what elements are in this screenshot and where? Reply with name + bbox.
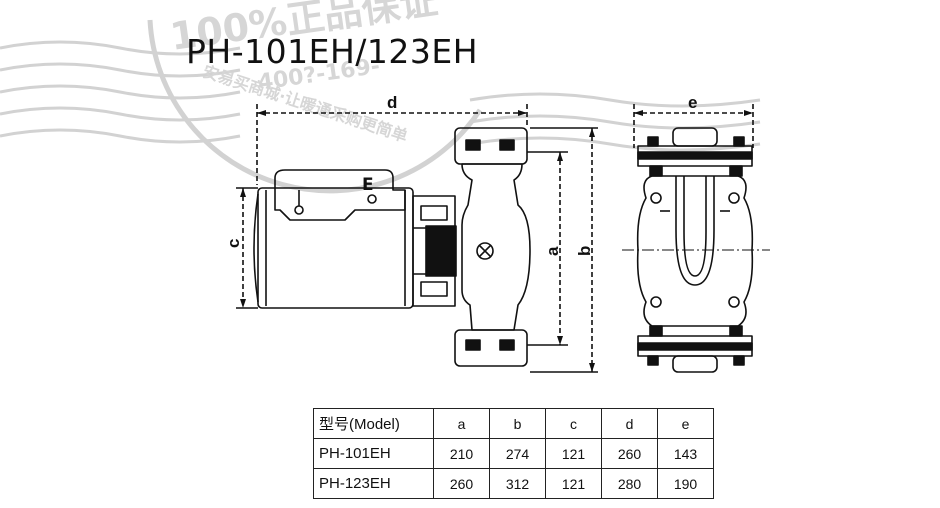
- header-e: e: [657, 408, 714, 439]
- cell-e: 190: [657, 468, 714, 499]
- header-d: d: [601, 408, 658, 439]
- terminal-box: [274, 169, 406, 221]
- model-title: PH-101EH/123EH: [186, 32, 479, 71]
- motor-mark: E: [362, 175, 374, 195]
- cell-b: 274: [489, 438, 546, 469]
- front-top-flange: [672, 127, 718, 147]
- dimension-table: 型号(Model) a b c d e PH-101EH 210 274 121…: [313, 408, 714, 499]
- cell-b: 312: [489, 468, 546, 499]
- bottom-flange: [454, 329, 528, 367]
- cell-c: 121: [545, 438, 602, 469]
- table-row: PH-123EH 260 312 121 280 190: [313, 468, 714, 499]
- cell-d: 260: [601, 438, 658, 469]
- motor-body: [257, 187, 414, 309]
- header-model: 型号(Model): [313, 408, 434, 439]
- table-row: PH-101EH 210 274 121 260 143: [313, 438, 714, 469]
- dim-e-label: e: [688, 93, 697, 112]
- header-c: c: [545, 408, 602, 439]
- cell-model: PH-101EH: [313, 438, 434, 469]
- cell-a: 260: [433, 468, 490, 499]
- cell-c: 121: [545, 468, 602, 499]
- dim-b-label: b: [575, 246, 594, 256]
- dim-d-label: d: [387, 93, 397, 112]
- cell-e: 143: [657, 438, 714, 469]
- dim-c-label: c: [224, 239, 243, 248]
- pump-casing-front: [636, 175, 754, 327]
- cell-model: PH-123EH: [313, 468, 434, 499]
- cell-d: 280: [601, 468, 658, 499]
- cell-a: 210: [433, 438, 490, 469]
- header-b: b: [489, 408, 546, 439]
- dim-a-label: a: [543, 246, 562, 256]
- table-header-row: 型号(Model) a b c d e: [313, 408, 714, 439]
- header-a: a: [433, 408, 490, 439]
- pump-casing-side: [461, 163, 531, 331]
